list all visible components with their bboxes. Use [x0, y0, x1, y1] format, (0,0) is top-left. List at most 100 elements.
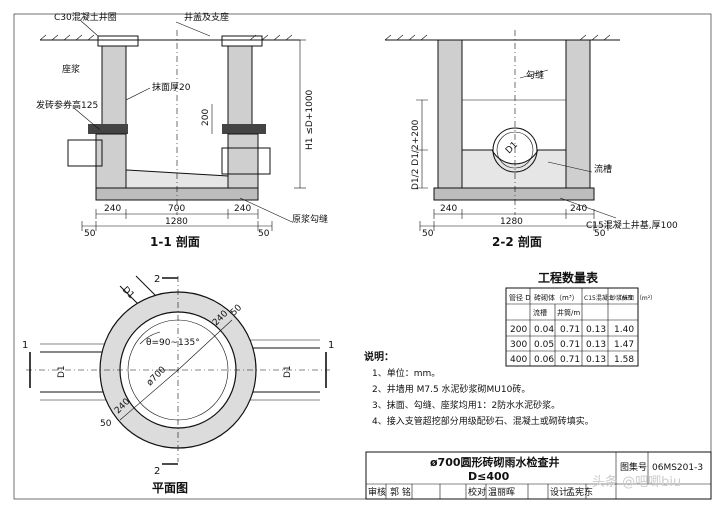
tb-designer: 孟宪东	[566, 486, 593, 498]
title-line2: D≤400	[468, 470, 510, 483]
label-plaster: 抹面厚20	[152, 81, 191, 93]
cell-r2c1: 0.06	[534, 355, 554, 365]
dim-50a-2: 50	[422, 229, 434, 239]
dim-50b-2: 50	[594, 229, 606, 239]
plan-d1-left: D1	[57, 365, 67, 378]
dim-1280-2: 1280	[500, 217, 523, 227]
atlas-label: 图集号	[620, 461, 647, 473]
tb-review: 审核	[368, 486, 386, 498]
leaders-1	[73, 19, 293, 223]
wall-2-left	[437, 39, 463, 189]
plan-cut-1b: 1	[328, 340, 334, 351]
tb-check: 校对	[468, 486, 486, 498]
dim-240a-2: 240	[440, 204, 457, 214]
wall-left-upper	[101, 45, 127, 127]
plan-angle-arc	[139, 331, 161, 345]
th-sub-shaft: 井筒/m	[557, 308, 580, 317]
cell-r1c4: 1.47	[614, 340, 634, 350]
title-block-texts: ø700圆形砖砌雨水检查井 D≤400 图集号 06MS201-3 审核 郭 铭…	[368, 455, 703, 498]
atlas-no: 06MS201-3	[652, 463, 703, 473]
corbel-right	[222, 124, 266, 134]
dim-1280: 1280	[165, 217, 188, 227]
cell-r0c0: 200	[510, 325, 527, 335]
dim-240b-2: 240	[570, 204, 587, 214]
table-frame	[505, 287, 639, 367]
section-1-title: 1-1 剖面	[150, 234, 200, 249]
dim-side-2: D1/2 D1/2+200	[411, 119, 421, 190]
wall-right-upper	[227, 45, 253, 127]
notes: 说明： 1、单位：mm。 2、井墙用 M7.5 水泥砂浆砌MU10砖。 3、抹面…	[364, 350, 594, 427]
dim-240a: 240	[104, 204, 121, 214]
wall-left-lower	[95, 133, 127, 189]
label-step: 发砖参券高125	[36, 99, 98, 111]
inlet-pipe	[67, 139, 103, 167]
outlet-pipe	[221, 147, 271, 175]
corbel-left	[88, 124, 128, 134]
dim-50b: 50	[258, 229, 270, 239]
tb-design: 设计	[550, 486, 568, 498]
section-2-texts: 勾缝 流槽 C15混凝土井基,厚100 D1 D1/2 D1/2+200 240…	[411, 69, 678, 249]
cell-r2c0: 400	[510, 355, 527, 365]
note-3: 3、抹面、勾缝、座浆均用1：2防水水泥砂浆。	[372, 399, 560, 411]
plan-radial-dims	[119, 319, 233, 421]
table-title: 工程数量表	[538, 270, 599, 285]
note-1: 1、单位：mm。	[372, 367, 440, 379]
notes-heading: 说明：	[364, 350, 394, 363]
dim-240b: 240	[234, 204, 251, 214]
table-texts: 工程数量表 管径 D 砖砌体（m³） C15混凝土 （m³） 砂浆抹面 （m²）…	[509, 270, 656, 365]
label-lid: 井盖及支座	[184, 11, 229, 23]
label-base: C15混凝土井基,厚100	[586, 219, 678, 231]
cell-r0c4: 1.40	[614, 325, 634, 335]
plan-cut-1a: 1	[22, 340, 28, 351]
th-c15: C15混凝土 （m³）	[584, 294, 636, 302]
th-brick: 砖砌体（m³）	[534, 293, 579, 302]
note-4: 4、接入支管超挖部分用级配砂石、混凝土或砌砖填实。	[372, 415, 594, 427]
pipe-circle-2	[492, 127, 538, 173]
th-mortar: 砂浆抹面 （m²）	[610, 294, 656, 302]
plan-title: 平面图	[152, 481, 188, 495]
cell-r1c3: 0.13	[586, 340, 606, 350]
tb-reviewer: 郭 铭	[390, 486, 411, 498]
title-block	[365, 451, 712, 500]
label-channel: 流槽	[594, 163, 612, 175]
section-2-2	[384, 30, 620, 231]
cell-r1c1: 0.05	[534, 340, 554, 350]
label-seat: 座浆	[62, 63, 80, 75]
cell-r1c0: 300	[510, 340, 527, 350]
dim-200: 200	[201, 109, 211, 126]
collar-right	[221, 35, 263, 47]
cell-r0c2: 0.71	[560, 325, 580, 335]
dim-700: 700	[168, 204, 185, 214]
cell-r0c3: 0.13	[586, 325, 606, 335]
cell-r0c1: 0.04	[534, 325, 554, 335]
label-cover: C30混凝土井圈	[54, 11, 117, 23]
th-d: 管径 D	[509, 293, 531, 302]
benching-2	[461, 149, 567, 189]
label-cushion: 原浆勾缝	[292, 213, 328, 225]
collar-left	[97, 35, 139, 47]
plan-cut-2a: 2	[154, 274, 160, 285]
cell-r2c4: 1.58	[614, 355, 634, 365]
plan-view	[26, 275, 330, 465]
dim-50a: 50	[84, 229, 96, 239]
tb-checker: 温丽晖	[488, 487, 515, 498]
plan-cut-2b: 2	[154, 466, 160, 477]
cell-r1c2: 0.71	[560, 340, 580, 350]
plan-50-bottom: 50	[100, 419, 112, 429]
base-slab-2	[433, 187, 595, 201]
cell-r2c2: 0.71	[560, 355, 580, 365]
cell-r2c3: 0.13	[586, 355, 606, 365]
quantity-table	[505, 287, 639, 367]
section-2-title: 2-2 剖面	[492, 234, 542, 249]
leaders-2	[519, 69, 617, 219]
wall-right-lower	[227, 133, 259, 189]
plan-d1-right: D1	[283, 365, 293, 378]
dim-d1-2: D1	[504, 140, 520, 156]
watermark-text: 头条 @吧唧biu	[592, 474, 681, 490]
section-1-1	[39, 19, 306, 231]
drawing-frame	[13, 13, 712, 500]
plan-d1-branch: D1	[120, 285, 136, 301]
note-2: 2、井墙用 M7.5 水泥砂浆砌MU10砖。	[372, 383, 530, 395]
section-1-texts: C30混凝土井圈 井盖及支座 座浆 抹面厚20 发砖参券高125 原浆勾缝 H1…	[36, 11, 328, 249]
